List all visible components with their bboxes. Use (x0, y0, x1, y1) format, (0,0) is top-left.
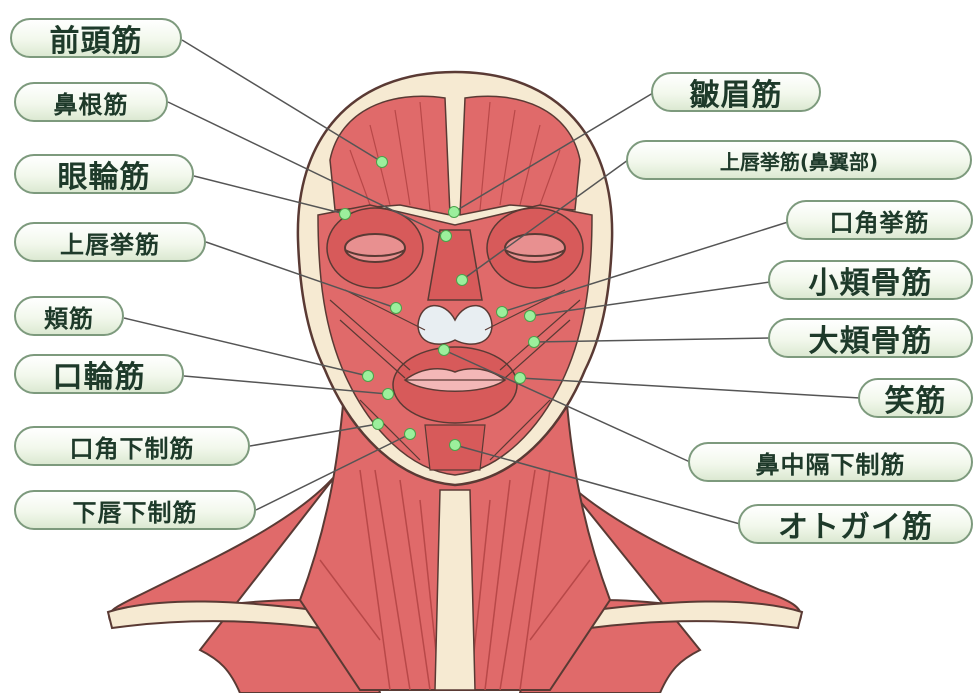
label-bikonkin: 鼻根筋 (14, 82, 168, 122)
label-bichukaku: 鼻中隔下制筋 (688, 442, 973, 482)
label-kyokin: 頬筋 (14, 296, 124, 336)
label-shubi: 皺眉筋 (651, 72, 821, 112)
label-joushin-kyokin: 上唇挙筋 (14, 222, 206, 262)
label-gan-rinkin: 眼輪筋 (14, 154, 194, 194)
label-shou-kyokotsu: 小頬骨筋 (768, 260, 973, 300)
label-zentoukin: 前頭筋 (10, 18, 182, 58)
trachea (435, 490, 475, 690)
label-shoukin: 笑筋 (858, 378, 973, 418)
eye-left (345, 234, 405, 262)
label-kou-rinkin: 口輪筋 (14, 354, 184, 394)
label-otogai: オトガイ筋 (738, 504, 973, 544)
label-koukaku-kyokin: 口角挙筋 (786, 200, 973, 240)
label-kashin-kasei: 下唇下制筋 (14, 490, 256, 530)
label-joushin-biyoku: 上唇挙筋(鼻翼部) (626, 140, 972, 180)
label-dai-kyokotsu: 大頬骨筋 (768, 318, 973, 358)
eye-right (505, 234, 565, 262)
label-koukaku-kasei: 口角下制筋 (14, 426, 250, 466)
